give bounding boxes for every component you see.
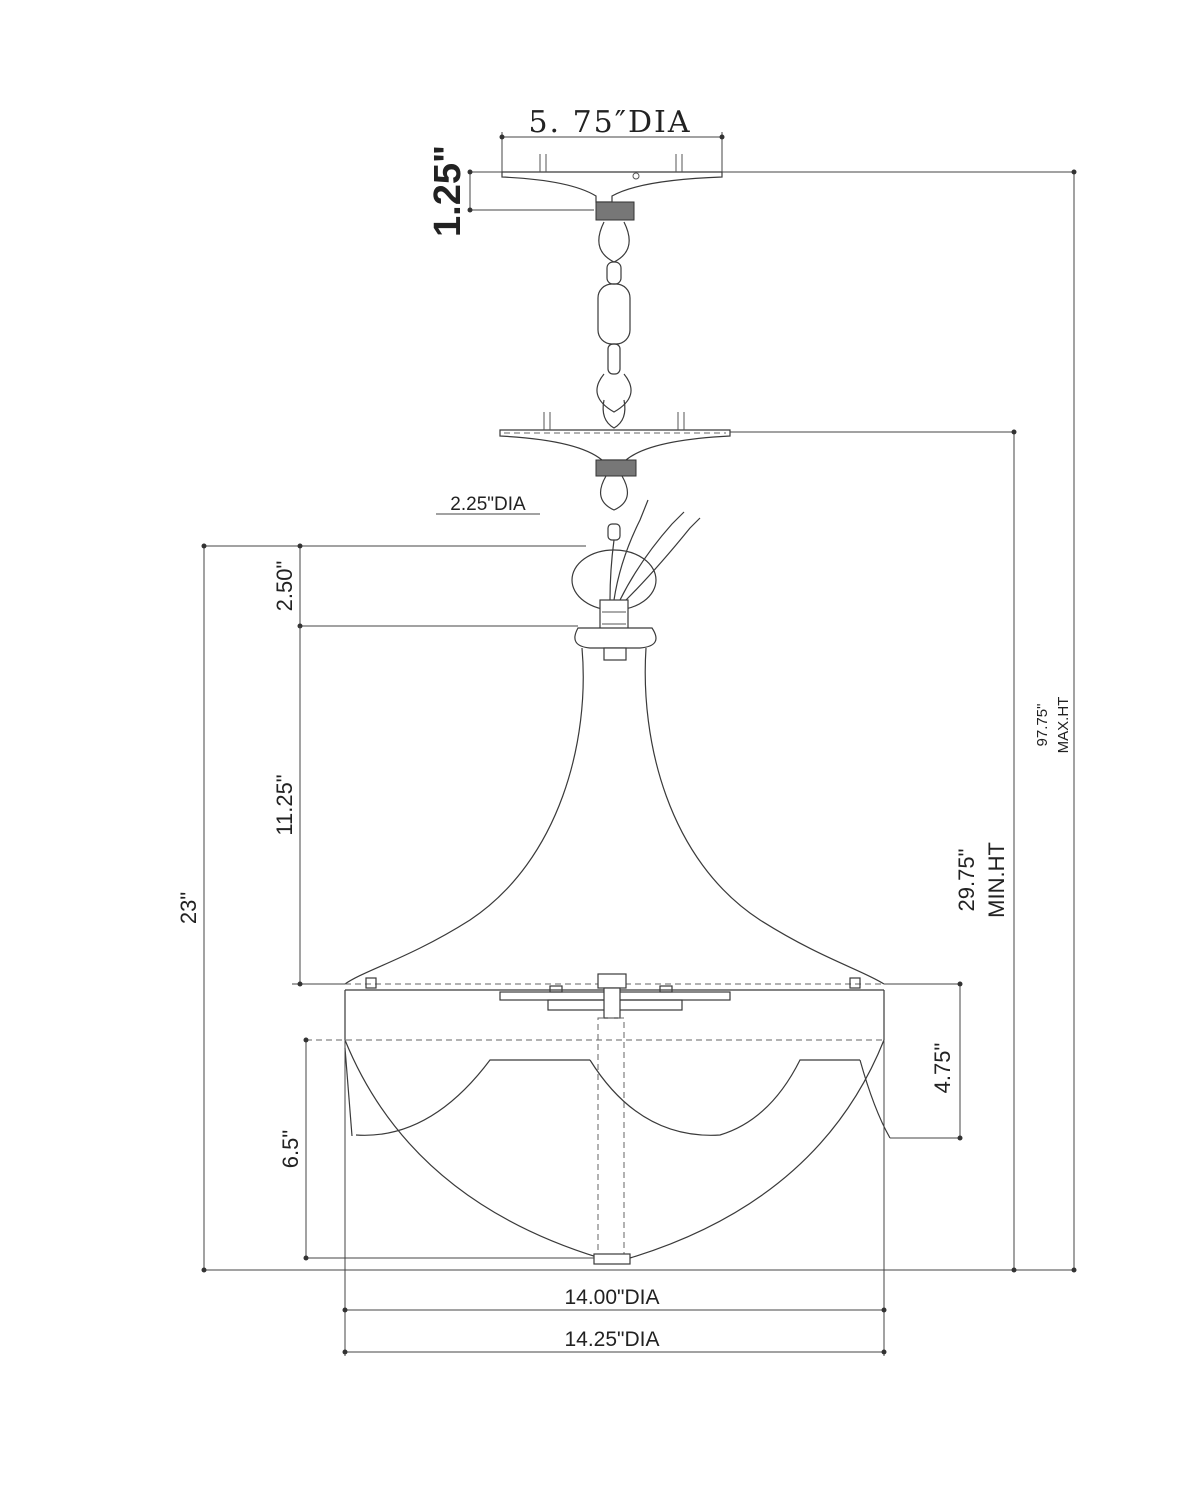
bowl-height-label: 6.5" [278, 1130, 303, 1168]
dim-inner-dia: 14.00"DIA [342, 1040, 887, 1316]
wires-and-loop [571, 499, 701, 661]
shade-body [344, 647, 885, 1019]
dim-loop-dia: 2.25"DIA [436, 494, 540, 515]
chain [596, 221, 632, 429]
outer-dia-label: 14.25"DIA [564, 1328, 659, 1351]
min-height-text: MIN.HT [984, 842, 1009, 918]
band-height-label: 4.75" [930, 1043, 955, 1094]
canopy-height-label: 1.25" [427, 145, 469, 237]
dim-neck-height: 11.25" [272, 626, 345, 987]
dim-bowl-height: 6.5" [278, 1037, 594, 1261]
canopy-dia-label: 5. 75″DIA [528, 105, 691, 140]
dim-max-height: 97.75" MAX.HT [722, 169, 1077, 1273]
loop-height-label: 2.50" [272, 561, 297, 612]
min-height-value: 29.75" [954, 849, 979, 912]
inner-dia-label: 14.00"DIA [564, 1286, 659, 1309]
dim-loop-height: 2.50" [204, 543, 586, 629]
neck-height-label: 11.25" [272, 774, 297, 835]
dim-canopy-dia: 5. 75″DIA [499, 105, 725, 172]
dim-band-height: 4.75" [884, 981, 963, 1141]
body-height-label: 23" [176, 892, 201, 924]
dim-outer-dia: 14.25"DIA [342, 1316, 887, 1356]
lower-canopy [499, 412, 731, 541]
bowl [306, 990, 891, 1265]
loop-dia-label: 2.25"DIA [450, 494, 526, 515]
max-height-text: MAX.HT [1055, 697, 1072, 754]
dim-min-height: 29.75" MIN.HT [730, 429, 1017, 1273]
top-canopy [501, 154, 723, 221]
max-height-value: 97.75" [1034, 704, 1051, 747]
dim-canopy-height: 1.25" [427, 145, 594, 237]
dim-body-height: 23" [176, 543, 1076, 1273]
